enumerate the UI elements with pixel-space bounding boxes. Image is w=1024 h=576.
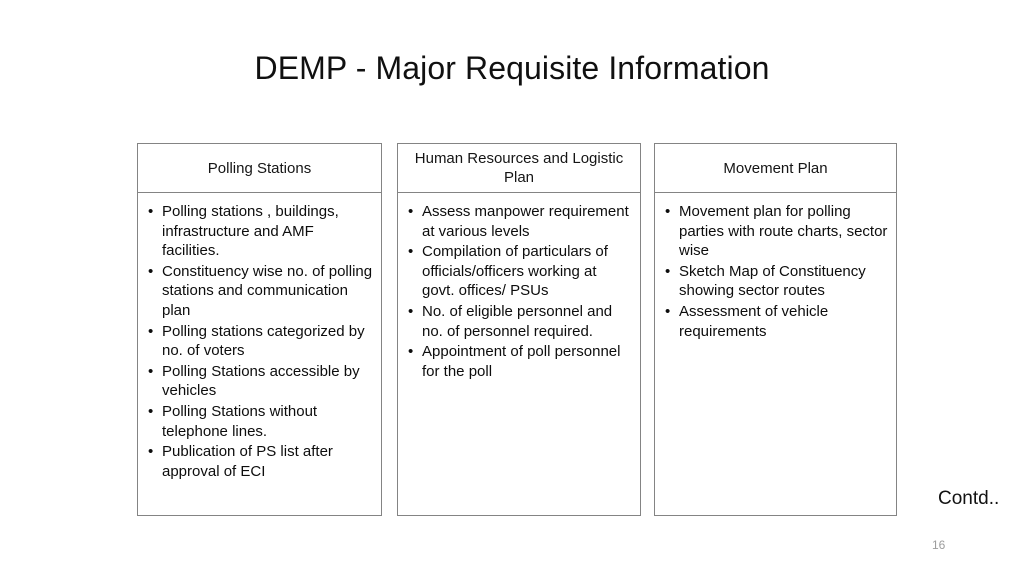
column-body-human-resources-logistic-plan: Assess manpower requirement at various l… (398, 193, 640, 515)
column-spacer-2 (641, 143, 654, 516)
list-item: Assess manpower requirement at various l… (406, 202, 632, 241)
list-item: Appointment of poll personnel for the po… (406, 342, 632, 381)
bullet-list-polling-stations: Polling stations , buildings, infrastruc… (146, 202, 373, 481)
column-header-label: Human Resources and Logistic Plan (414, 150, 624, 186)
three-column-table: Polling Stations Polling stations , buil… (137, 143, 897, 516)
column-body-movement-plan: Movement plan for polling parties with r… (655, 193, 896, 515)
bullet-list-movement-plan: Movement plan for polling parties with r… (663, 202, 888, 341)
page-number: 16 (932, 538, 946, 552)
column-header-movement-plan: Movement Plan (655, 144, 896, 193)
column-header-label: Polling Stations (207, 159, 312, 177)
list-item: Polling Stations without telephone lines… (146, 402, 373, 441)
list-item: No. of eligible personnel and no. of per… (406, 302, 632, 341)
column-body-polling-stations: Polling stations , buildings, infrastruc… (138, 193, 381, 515)
list-item: Polling stations , buildings, infrastruc… (146, 202, 373, 261)
column-header-human-resources-logistic-plan: Human Resources and Logistic Plan (398, 144, 640, 193)
bullet-list-human-resources-logistic-plan: Assess manpower requirement at various l… (406, 202, 632, 381)
column-movement-plan: Movement Plan Movement plan for polling … (654, 143, 897, 516)
column-spacer-1 (382, 143, 397, 516)
list-item: Sketch Map of Constituency showing secto… (663, 262, 888, 301)
list-item: Publication of PS list after approval of… (146, 442, 373, 481)
list-item: Movement plan for polling parties with r… (663, 202, 888, 261)
column-human-resources-logistic-plan: Human Resources and Logistic Plan Assess… (397, 143, 641, 516)
list-item: Polling Stations accessible by vehicles (146, 362, 373, 401)
page-title: DEMP - Major Requisite Information (254, 50, 770, 86)
continuation-note: Contd.. (938, 488, 1000, 509)
column-polling-stations: Polling Stations Polling stations , buil… (137, 143, 382, 516)
list-item: Compilation of particulars of officials/… (406, 242, 632, 301)
list-item: Assessment of vehicle requirements (663, 302, 888, 341)
column-header-polling-stations: Polling Stations (138, 144, 381, 193)
list-item: Constituency wise no. of polling station… (146, 262, 373, 321)
column-header-label: Movement Plan (723, 159, 828, 177)
list-item: Polling stations categorized by no. of v… (146, 322, 373, 361)
